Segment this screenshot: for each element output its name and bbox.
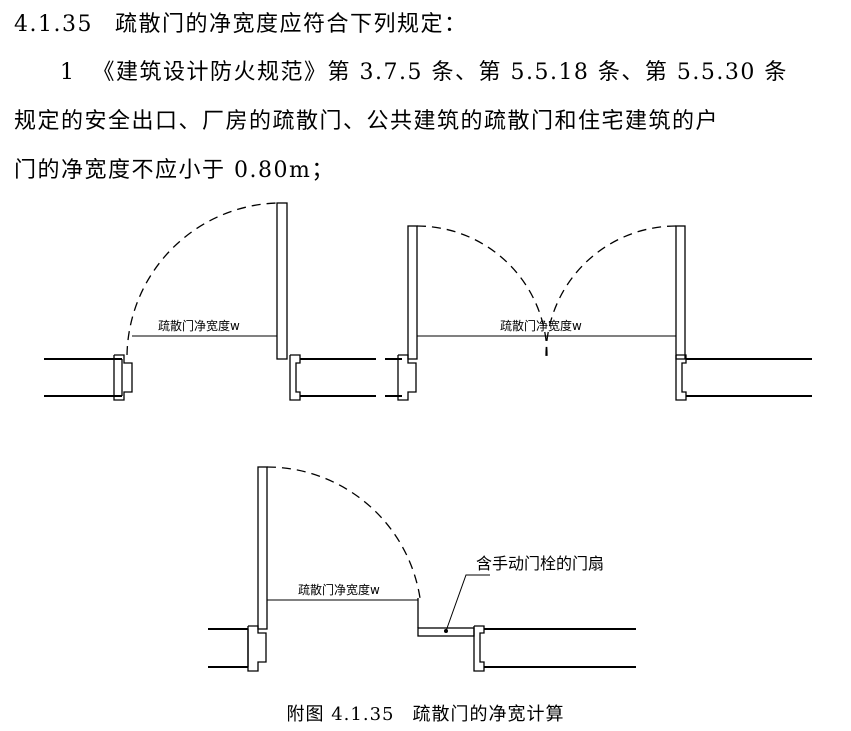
diagram-bolt-door: 疏散门净宽度w 含手动门栓的门扇 [208,466,636,672]
diagram-double-door: 疏散门净宽度w [385,225,812,401]
item-1-line-3: 门的净宽度不应小于 0.80m； [14,158,335,183]
dimension-label-3: 疏散门净宽度w [298,582,380,597]
dimension-label-2: 疏散门净宽度w [500,318,582,333]
clause-heading: 4.1.35 疏散门的净宽度应符合下列规定： [14,6,468,38]
item-1-text-1: 《建筑设计防火规范》第 3.7.5 条、第 5.5.18 条、第 5.5.30 … [92,60,788,85]
callout-label: 含手动门栓的门扇 [476,554,604,573]
figure-title: 疏散门的净宽计算 [412,704,565,725]
figure-caption: 附图 4.1.35 疏散门的净宽计算 [0,700,851,726]
dimension-label-1: 疏散门净宽度w [158,318,240,333]
item-number: 1 [60,60,76,85]
item-1-line-1: 1 《建筑设计防火规范》第 3.7.5 条、第 5.5.18 条、第 5.5.3… [60,54,788,86]
item-1-line-2: 规定的安全出口、厂房的疏散门、公共建筑的疏散门和住宅建筑的户 [14,109,720,134]
clause-number: 4.1.35 [14,12,93,37]
diagram-single-door: 疏散门净宽度w [44,202,376,401]
figure-number: 附图 4.1.35 [286,704,395,725]
clause-title: 疏散门的净宽度应符合下列规定： [114,12,468,37]
